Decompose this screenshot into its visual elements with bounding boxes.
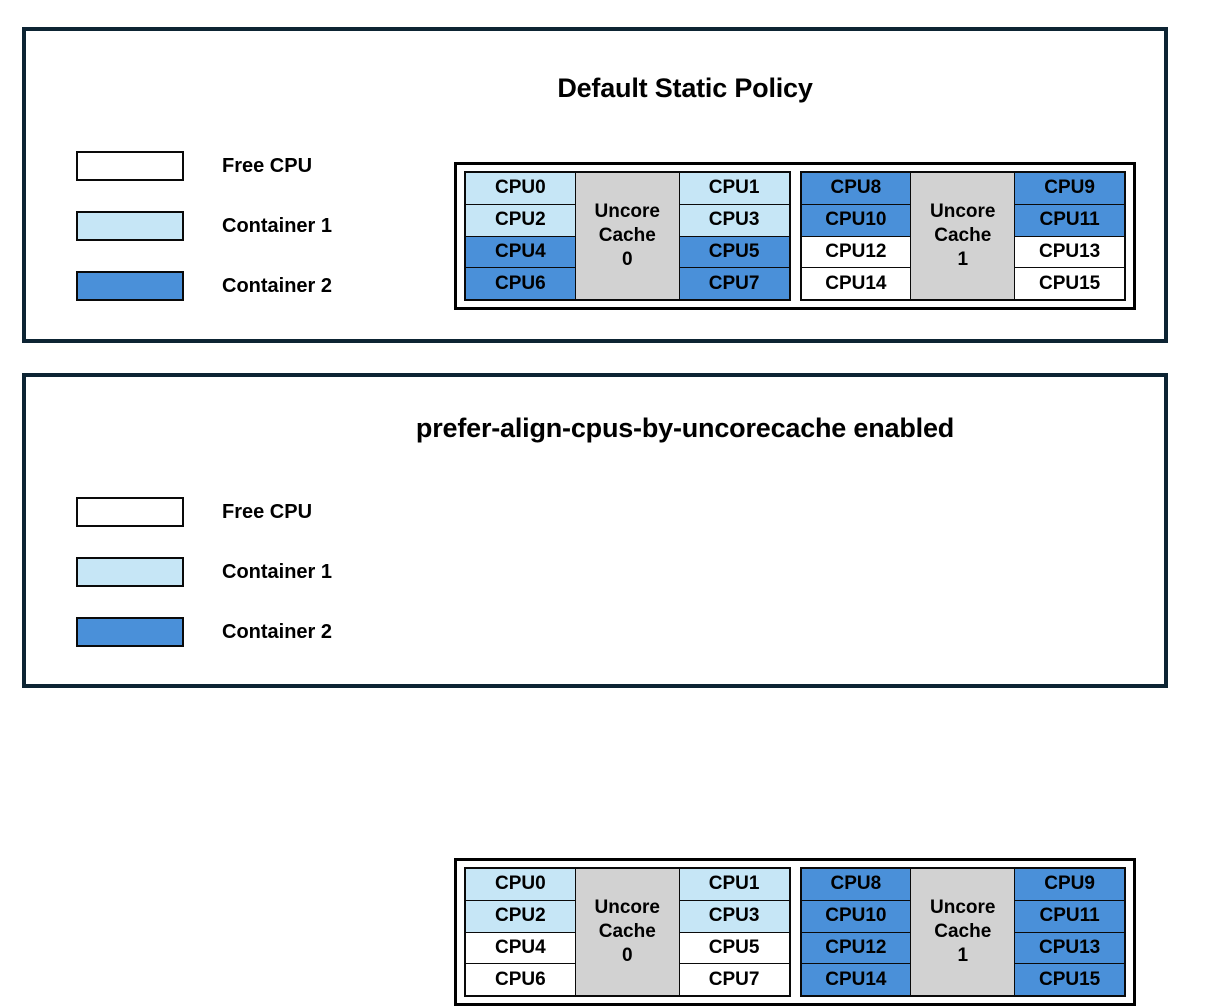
cpu-cell: CPU9 [1015, 173, 1124, 205]
cache-group-1: CPU8 CPU10 CPU12 CPU14 Uncore Cache 1 CP… [799, 867, 1126, 997]
cpu-column-right-cache-0: CPU1 CPU3 CPU5 CPU7 [679, 869, 789, 995]
legend-item-container-1: Container 1 [76, 196, 332, 256]
legend-label-container-2: Container 2 [222, 274, 333, 297]
uncore-cache-block-0: Uncore Cache 0 [574, 869, 680, 995]
legend-swatch-free-cpu [76, 497, 184, 527]
cpu-cell: CPU10 [801, 204, 911, 237]
legend-label-container-2: Container 2 [222, 620, 333, 643]
cpu-cell: CPU11 [1015, 204, 1124, 237]
cpu-cell: CPU15 [1015, 964, 1124, 995]
legend-swatch-free-cpu [76, 151, 184, 181]
cpu-cell: CPU12 [801, 932, 911, 965]
legend-swatch-container-2 [76, 271, 184, 301]
legend-item-free-cpu: Free CPU [76, 136, 332, 196]
cpu-cell: CPU2 [466, 900, 575, 933]
cpu-cell: CPU2 [466, 204, 575, 237]
page-title-prefer-align-enabled: prefer-align-cpus-by-uncorecache enabled [415, 413, 955, 443]
legend-item-free-cpu: Free CPU [76, 482, 332, 542]
uncore-label-line2: Cache [598, 224, 656, 246]
legend-swatch-container-1 [76, 211, 184, 241]
uncore-cache-block-1: Uncore Cache 1 [910, 173, 1016, 299]
cpu-cell: CPU7 [679, 268, 789, 299]
legend-default-static-policy: Free CPU Container 1 Container 2 [76, 136, 332, 316]
uncore-label-line1: Uncore [930, 896, 996, 918]
cpu-column-right-cache-1: CPU9 CPU11 CPU13 CPU15 [1015, 173, 1124, 299]
cpu-cell: CPU8 [801, 869, 911, 901]
panel-default-static-policy: Default Static Policy Free CPU Container… [22, 27, 1168, 343]
cache-group-0: CPU0 CPU2 CPU4 CPU6 Uncore Cache 0 CPU1 … [464, 171, 791, 301]
uncore-label-index: 1 [957, 945, 969, 967]
cache-group-1: CPU8 CPU10 CPU12 CPU14 Uncore Cache 1 CP… [799, 171, 1126, 301]
uncore-label-index: 0 [621, 249, 633, 271]
legend-item-container-2: Container 2 [76, 256, 332, 316]
uncore-label-line2: Cache [934, 224, 992, 246]
cpu-cell: CPU9 [1015, 869, 1124, 901]
uncore-label-line1: Uncore [930, 200, 996, 222]
legend-swatch-container-1 [76, 557, 184, 587]
uncore-label-index: 1 [957, 249, 969, 271]
legend-item-container-1: Container 1 [76, 542, 332, 602]
legend-item-container-2: Container 2 [76, 602, 332, 662]
legend-label-container-1: Container 1 [222, 560, 333, 583]
cpu-column-left-cache-0: CPU0 CPU2 CPU4 CPU6 [466, 869, 575, 995]
cpu-column-left-cache-0: CPU0 CPU2 CPU4 CPU6 [466, 173, 575, 299]
cpu-cell: CPU11 [1015, 900, 1124, 933]
cpu-topology-diagram-prefer-align: CPU0 CPU2 CPU4 CPU6 Uncore Cache 0 CPU1 … [454, 858, 1136, 1006]
cpu-cell: CPU6 [466, 964, 575, 995]
uncore-label-line2: Cache [934, 920, 992, 942]
cpu-cell: CPU8 [801, 173, 911, 205]
legend-label-free-cpu: Free CPU [222, 154, 313, 177]
cpu-cell: CPU14 [801, 268, 911, 299]
uncore-cache-block-0: Uncore Cache 0 [574, 173, 680, 299]
legend-label-free-cpu: Free CPU [222, 500, 313, 523]
cpu-column-left-cache-1: CPU8 CPU10 CPU12 CPU14 [801, 173, 911, 299]
uncore-label-line2: Cache [598, 920, 656, 942]
cpu-cell: CPU6 [466, 268, 575, 299]
cpu-topology-diagram-default: CPU0 CPU2 CPU4 CPU6 Uncore Cache 0 CPU1 … [454, 162, 1136, 310]
panel-prefer-align-enabled: prefer-align-cpus-by-uncorecache enabled… [22, 373, 1168, 1006]
uncore-label-line1: Uncore [594, 896, 660, 918]
cpu-cell: CPU3 [679, 204, 789, 237]
uncore-label-index: 0 [621, 945, 633, 967]
cpu-cell: CPU7 [679, 964, 789, 995]
cpu-cell: CPU4 [466, 236, 575, 269]
cpu-cell: CPU1 [679, 173, 789, 205]
cache-group-0: CPU0 CPU2 CPU4 CPU6 Uncore Cache 0 CPU1 … [464, 867, 791, 997]
cpu-cell: CPU1 [679, 869, 789, 901]
cpu-cell: CPU3 [679, 900, 789, 933]
cpu-cell: CPU14 [801, 964, 911, 995]
cpu-cell: CPU15 [1015, 268, 1124, 299]
cpu-cell: CPU0 [466, 869, 575, 901]
cpu-column-left-cache-1: CPU8 CPU10 CPU12 CPU14 [801, 869, 911, 995]
cpu-cell: CPU5 [679, 236, 789, 269]
uncore-cache-block-1: Uncore Cache 1 [910, 869, 1016, 995]
page-title-default-static-policy: Default Static Policy [557, 73, 813, 103]
cpu-cell: CPU5 [679, 932, 789, 965]
cpu-cell: CPU10 [801, 900, 911, 933]
cpu-column-right-cache-0: CPU1 CPU3 CPU5 CPU7 [679, 173, 789, 299]
cpu-cell: CPU13 [1015, 236, 1124, 269]
legend-prefer-align-enabled: Free CPU Container 1 Container 2 [76, 482, 332, 662]
legend-swatch-container-2 [76, 617, 184, 647]
cpu-cell: CPU4 [466, 932, 575, 965]
cpu-column-right-cache-1: CPU9 CPU11 CPU13 CPU15 [1015, 869, 1124, 995]
uncore-label-line1: Uncore [594, 200, 660, 222]
cpu-cell: CPU12 [801, 236, 911, 269]
cpu-cell: CPU0 [466, 173, 575, 205]
legend-label-container-1: Container 1 [222, 214, 333, 237]
cpu-cell: CPU13 [1015, 932, 1124, 965]
